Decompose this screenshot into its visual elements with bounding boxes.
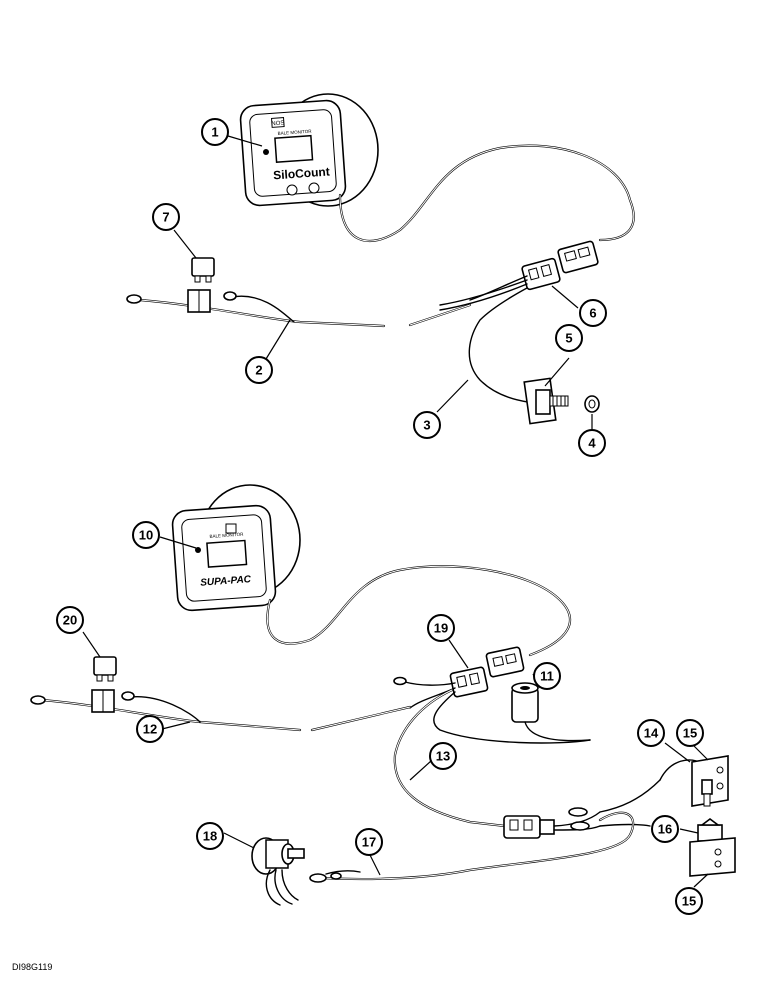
monitor-brand-label: SUPA-PAC <box>200 574 252 589</box>
callout-3: 3 <box>413 411 441 439</box>
callout-number: 16 <box>658 822 672 837</box>
callout-15-lower: 15 <box>675 887 703 915</box>
power-harness <box>30 689 302 732</box>
fuse <box>93 656 117 682</box>
callout-11: 11 <box>533 662 561 690</box>
callout-number: 11 <box>540 669 554 684</box>
callout-number: 18 <box>203 829 217 844</box>
callout-number: 3 <box>423 418 430 433</box>
supa-pac-monitor: BALE MONITOR SUPA-PAC <box>171 484 301 612</box>
callout-15: 15 <box>676 719 704 747</box>
callout-18: 18 <box>196 822 224 850</box>
rotary-sensor <box>251 837 305 906</box>
power-harness <box>126 289 386 328</box>
sensor-switch <box>523 377 569 425</box>
drawing-reference-code: DI98G119 <box>12 962 53 972</box>
callout-number: 2 <box>255 363 262 378</box>
monitor-small-label: BALE MONITOR <box>209 532 244 539</box>
mode-icon <box>308 182 320 194</box>
callout-number: 17 <box>362 835 376 850</box>
connector-plug <box>521 240 599 291</box>
callout-5: 5 <box>555 324 583 352</box>
callout-number: 15 <box>683 726 697 741</box>
callout-number: 12 <box>143 722 157 737</box>
callout-number: 19 <box>434 621 448 636</box>
callout-number: 10 <box>139 528 153 543</box>
callout-6: 6 <box>579 299 607 327</box>
mode-icon <box>286 184 298 196</box>
callout-12: 12 <box>136 715 164 743</box>
callout-14: 14 <box>637 719 665 747</box>
proximity-sensor <box>689 818 736 877</box>
callout-number: 20 <box>63 613 77 628</box>
callout-4: 4 <box>578 429 606 457</box>
callout-number: 5 <box>565 331 572 346</box>
callout-17: 17 <box>355 828 383 856</box>
callout-19: 19 <box>427 614 455 642</box>
callout-number: 6 <box>589 306 596 321</box>
leader-lines <box>82 135 709 888</box>
connector-plug <box>449 646 525 698</box>
callout-number: 13 <box>436 749 450 764</box>
callout-1: 1 <box>201 118 229 146</box>
callout-number: 14 <box>644 726 659 741</box>
callout-20: 20 <box>56 606 84 634</box>
callout-13: 13 <box>429 742 457 770</box>
callout-10: 10 <box>132 521 160 549</box>
fuse <box>191 257 215 283</box>
callout-7: 7 <box>152 203 180 231</box>
callout-16: 16 <box>651 815 679 843</box>
silocount-monitor: NOS BALE MONITOR SiloCount <box>239 93 379 207</box>
callout-number: 1 <box>211 125 218 140</box>
callout-number: 7 <box>162 210 169 225</box>
mode-icon <box>225 523 237 534</box>
reset-button-icon <box>195 547 201 553</box>
coil-sensor <box>511 682 591 742</box>
callout-number: 4 <box>588 436 596 451</box>
monitor-badge-label: NOS <box>271 121 284 128</box>
proximity-sensor <box>659 755 729 807</box>
callout-2: 2 <box>245 356 273 384</box>
monitor-small-label: BALE MONITOR <box>277 129 312 136</box>
nut <box>584 395 600 413</box>
callout-number: 15 <box>682 894 696 909</box>
monitor-brand-label: SiloCount <box>273 165 330 183</box>
harness-connector <box>503 815 555 839</box>
reset-button-icon <box>263 149 269 155</box>
